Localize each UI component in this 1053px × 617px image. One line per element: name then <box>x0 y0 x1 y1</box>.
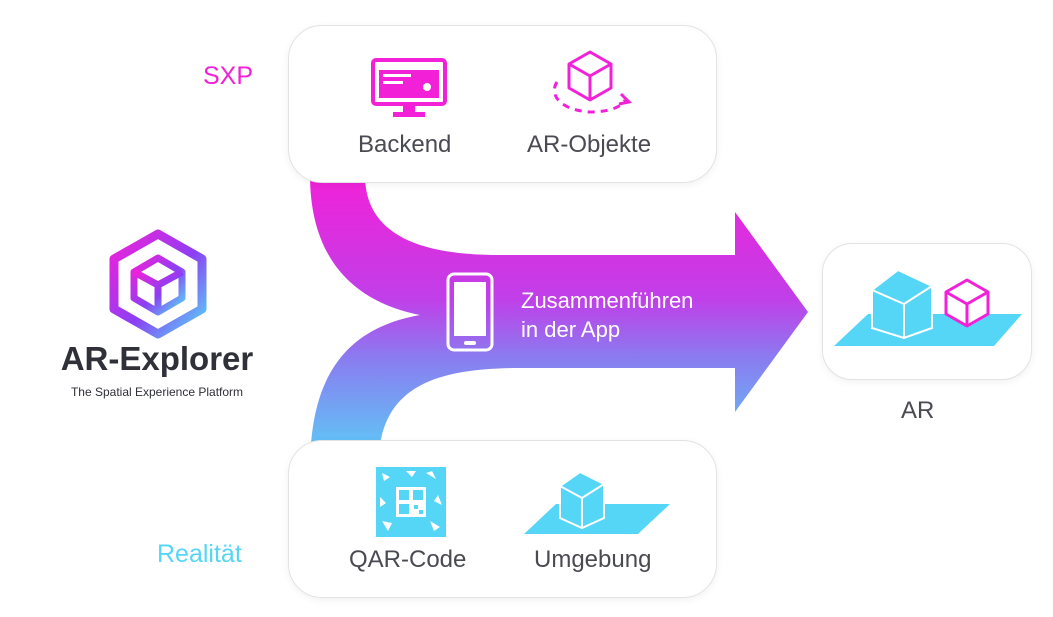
sxp-card <box>288 25 717 183</box>
sxp-label: SXP <box>203 62 254 90</box>
brand-tagline: The Spatial Experience Platform <box>70 385 244 399</box>
merge-text: Zusammenführen in der App <box>521 286 693 344</box>
house-on-plane-icon <box>524 470 670 534</box>
ar-label: AR <box>901 397 935 424</box>
merge-line-1: Zusammenführen <box>521 288 694 313</box>
hexagon-cube-logo <box>109 229 207 339</box>
qr-code-icon <box>376 467 446 537</box>
monitor-settings-icon <box>371 58 447 117</box>
backend-label: Backend <box>358 131 452 158</box>
brand-name: AR-Explorer <box>60 340 254 377</box>
merge-line-2: in der App <box>521 317 621 342</box>
ar-objects-label: AR-Objekte <box>527 131 652 158</box>
smartphone-icon <box>446 272 494 352</box>
environment-label: Umgebung <box>534 546 652 573</box>
qar-code-label: QAR-Code <box>349 546 467 573</box>
reality-label: Realität <box>157 540 242 568</box>
merge-flow-shape <box>310 175 808 470</box>
rotating-cube-icon <box>552 50 633 114</box>
ar-scene-icon <box>834 268 1022 346</box>
